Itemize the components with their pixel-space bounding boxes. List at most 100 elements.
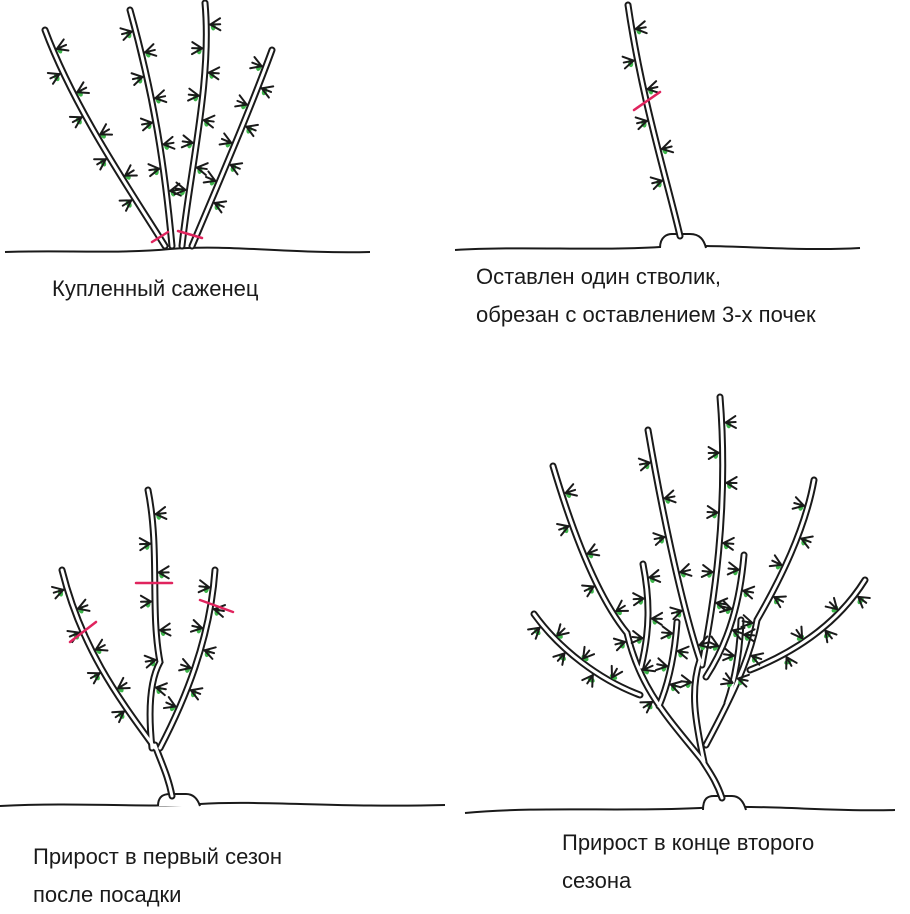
bud-icon <box>159 566 169 578</box>
bud-icon <box>636 21 647 34</box>
bud-icon <box>188 89 199 102</box>
stem-core <box>160 570 215 748</box>
bud-icon <box>723 538 733 550</box>
bud-spike <box>801 627 802 639</box>
bud-icon <box>191 620 203 634</box>
bud-icon <box>636 117 648 129</box>
bud-icon <box>664 491 675 505</box>
bud-spike <box>204 647 215 650</box>
ground-line <box>455 246 860 250</box>
bud-spike <box>678 647 689 651</box>
stem-guide <box>750 580 865 670</box>
bud-icon <box>582 675 596 687</box>
bud-icon <box>192 42 202 54</box>
caption-line: обрезан с оставлением 3-х почек <box>476 296 816 334</box>
bud-icon <box>727 477 737 489</box>
bud-icon <box>179 659 191 674</box>
bud-icon <box>661 626 672 639</box>
bud-icon <box>587 544 600 559</box>
buds <box>45 3 870 762</box>
bud-icon <box>250 57 262 72</box>
ground-line <box>5 248 370 253</box>
bud-spike <box>145 656 156 660</box>
bud-icon <box>141 119 152 131</box>
bud-spike <box>120 28 131 31</box>
bud-spike <box>651 177 662 180</box>
bud-spike <box>582 586 594 587</box>
caption-line: Прирост в первый сезон <box>33 838 282 876</box>
bud-spike <box>623 57 634 61</box>
stem-core <box>648 430 704 762</box>
caption-purchased-seedling: Купленный саженец <box>52 270 259 308</box>
bud-spike <box>723 538 733 543</box>
bud-icon <box>199 580 210 593</box>
bud-icon <box>70 116 83 127</box>
bud-spike <box>671 681 682 684</box>
bud-icon <box>702 565 713 578</box>
bud-icon <box>112 711 125 723</box>
bud-icon <box>709 447 719 459</box>
bud-spike <box>752 653 763 656</box>
bud-spike <box>132 73 143 77</box>
bud-icon <box>156 507 167 520</box>
bud-icon <box>132 73 143 85</box>
bud-icon <box>148 164 159 176</box>
caption-line: Оставлен один стволик, <box>476 258 816 296</box>
bud-icon <box>145 656 156 668</box>
bud-spike <box>156 683 167 687</box>
bud-icon <box>120 28 132 40</box>
bud-icon <box>856 596 870 608</box>
bud-icon <box>728 563 739 576</box>
bud-spike <box>52 587 63 590</box>
bud-icon <box>52 587 64 598</box>
ground-line <box>465 807 895 813</box>
bud-icon <box>553 653 567 665</box>
bud-icon <box>783 657 796 669</box>
bud-icon <box>623 57 634 69</box>
ground-line <box>0 803 445 806</box>
bud-icon <box>773 596 786 607</box>
bud-spike <box>148 164 159 169</box>
bud-icon <box>175 183 186 196</box>
bud-icon <box>160 624 170 637</box>
bud-icon <box>726 416 736 428</box>
bud-spike <box>67 631 79 633</box>
stem-core <box>182 3 206 246</box>
stem-outline <box>750 580 865 670</box>
bud-icon <box>565 484 577 498</box>
bud-icon <box>633 593 643 605</box>
bud-icon <box>649 570 660 583</box>
bud-spike <box>858 597 870 598</box>
caption-second-season: Прирост в конце второго сезона <box>562 824 814 900</box>
bud-icon <box>652 613 662 625</box>
bud-icon <box>680 564 692 578</box>
caption-line: после посадки <box>33 876 282 914</box>
bud-icon <box>800 537 812 548</box>
caption-line: Купленный саженец <box>52 270 259 308</box>
bud-spike <box>743 587 754 591</box>
bud-icon <box>213 201 226 212</box>
bud-icon <box>639 459 650 471</box>
bud-icon <box>670 608 682 620</box>
stem-core <box>702 760 722 798</box>
caption-one-stem-left: Оставлен один стволик, обрезан с оставле… <box>476 258 816 334</box>
bud-icon <box>614 639 626 651</box>
bud-icon <box>678 647 689 659</box>
bud-spike <box>670 608 681 611</box>
bud-spike <box>557 524 568 526</box>
bud-icon <box>640 701 653 713</box>
bud-icon <box>145 44 157 58</box>
bud-spike <box>653 533 664 537</box>
bud-icon <box>656 658 667 672</box>
bud-spike <box>141 119 152 123</box>
bud-icon <box>141 596 151 608</box>
bud-icon <box>681 675 692 688</box>
root-mound <box>158 794 200 806</box>
bud-icon <box>204 647 216 659</box>
bud-spike <box>614 639 625 642</box>
bud-icon <box>94 158 107 169</box>
bud-icon <box>140 538 150 550</box>
stem-outline <box>160 570 215 748</box>
bud-icon <box>120 199 133 211</box>
